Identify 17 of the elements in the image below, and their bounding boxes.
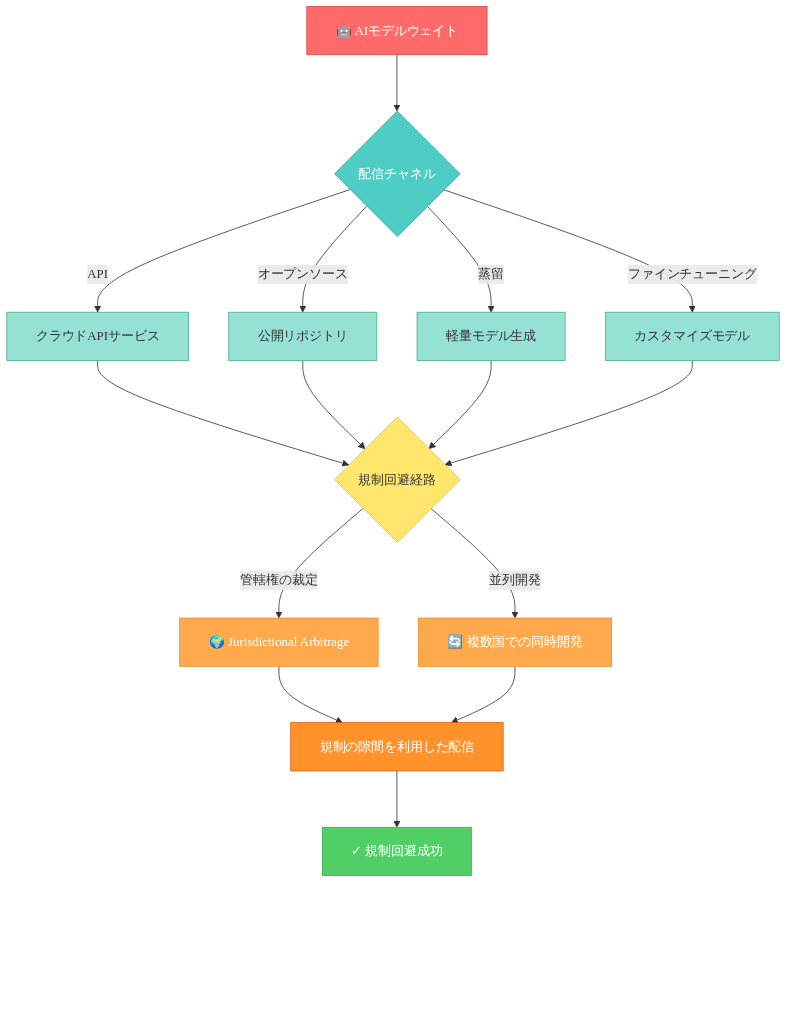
node-box: ✓ 規制回避成功 [322, 826, 472, 876]
edge-label: 蒸留 [478, 267, 504, 281]
node-box: カスタマイズモデル [604, 311, 780, 361]
node-box: 🤖 AIモデルウェイト [306, 6, 488, 56]
node-box: 規制の隙間を利用した配信 [290, 722, 504, 772]
edge-label: オープンソース [257, 267, 348, 281]
edge-label: ファインチューニング [627, 267, 757, 281]
node-box: 公開リポジトリ [228, 311, 378, 361]
edge-label: 並列開発 [489, 572, 541, 587]
edge-label: API [87, 267, 109, 281]
node-box: 軽量モデル生成 [416, 311, 566, 361]
node-diamond: 配信チャネル [334, 110, 461, 237]
node-diamond: 規制回避経路 [334, 416, 461, 543]
node-box: 🔄 複数国での同時開発 [418, 617, 612, 667]
edge-label: 管轄権の裁定 [240, 572, 318, 587]
node-box: 🌍 Jurisdictional Arbitrage [179, 617, 379, 667]
node-box: クラウドAPIサービス [6, 311, 189, 361]
